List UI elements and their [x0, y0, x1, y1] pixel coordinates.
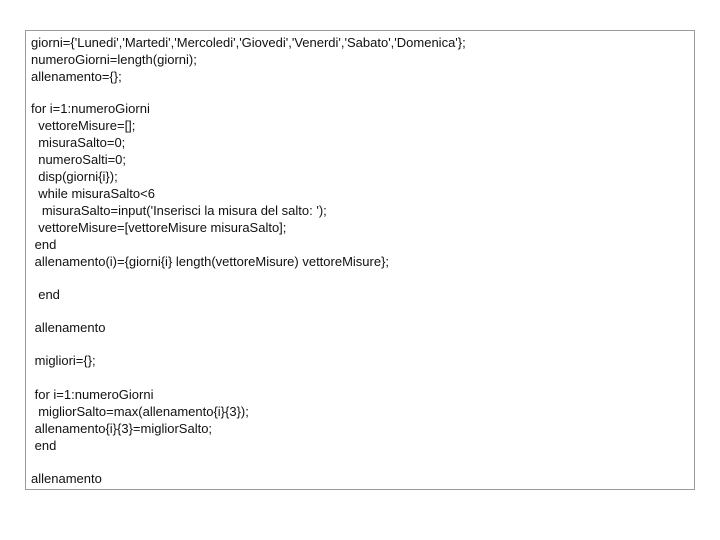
code-line: migliorSalto=max(allenamento{i}{3}); — [31, 404, 249, 419]
code-line: end — [31, 237, 57, 252]
code-line: vettoreMisure=[]; — [31, 118, 136, 133]
code-line: allenamento={}; — [31, 69, 122, 84]
code-line: for i=1:numeroGiorni — [31, 101, 150, 116]
code-line: allenamento — [31, 320, 106, 335]
code-line: giorni={'Lunedi','Martedi','Mercoledi','… — [31, 35, 466, 50]
code-line: migliori={}; — [31, 353, 96, 368]
code-line: allenamento — [31, 471, 102, 486]
code-line: vettoreMisure=[vettoreMisure misuraSalto… — [31, 220, 287, 235]
code-line: disp(giorni{i}); — [31, 169, 118, 184]
code-line: allenamento{i}{3}=migliorSalto; — [31, 421, 213, 436]
code-line: while misuraSalto<6 — [31, 186, 155, 201]
code-line: numeroSalti=0; — [31, 152, 127, 167]
code-line: misuraSalto=0; — [31, 135, 126, 150]
code-line: allenamento(i)={giorni{i} length(vettore… — [31, 254, 390, 269]
code-line: end — [31, 287, 60, 302]
code-line: numeroGiorni=length(giorni); — [31, 52, 197, 67]
code-line: end — [31, 438, 57, 453]
code-line: for i=1:numeroGiorni — [31, 387, 154, 402]
code-line: misuraSalto=input('Inserisci la misura d… — [31, 203, 327, 218]
code-listing: giorni={'Lunedi','Martedi','Mercoledi','… — [25, 30, 695, 490]
